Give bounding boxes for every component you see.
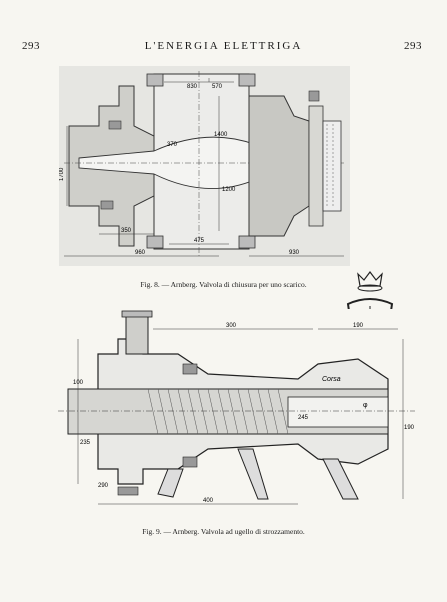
fig8-dim-1700: 1700 xyxy=(59,167,65,181)
figure-8-caption: Fig. 8. — Arnberg. Valvola di chiusura p… xyxy=(140,280,307,289)
fig8-dim-350: 350 xyxy=(121,228,132,234)
fig8-dim-960: 960 xyxy=(135,250,146,256)
fig9-label-corsa: Corsa xyxy=(322,376,341,383)
page-number-right: 293 xyxy=(404,40,422,52)
fig8-dim-1400: 1400 xyxy=(214,132,228,138)
figure-9-caption: Fig. 9. — Arnberg. Valvola ad ugello di … xyxy=(142,527,305,536)
fig8-dim-830: 830 xyxy=(187,84,198,90)
fig9-dim-100: 100 xyxy=(73,380,84,386)
fig8-dim-570: 570 xyxy=(212,84,223,90)
fig8-dim-370: 370 xyxy=(167,142,178,148)
figure-9-drawing: 300 190 290 100 Corsa 235 245 400 190 φ xyxy=(58,309,415,514)
fig9-dim-290: 290 xyxy=(98,483,109,489)
fig9-dim-300: 300 xyxy=(226,323,237,329)
page-number-left: 293 xyxy=(22,40,40,52)
fig8-dim-475: 475 xyxy=(194,238,205,244)
fig9-dim-245: 245 xyxy=(298,415,309,421)
running-title: L'ENERGIA ELETTRIGA xyxy=(144,40,303,52)
fig8-dim-930: 930 xyxy=(289,250,300,256)
fig9-phi-symbol: φ xyxy=(363,402,368,409)
fig8-dim-1200: 1200 xyxy=(222,187,236,193)
fig9-dim-190b: 190 xyxy=(404,425,415,431)
fig9-dim-400: 400 xyxy=(203,498,214,504)
figure-8-drawing: 830 570 1400 370 1200 350 475 960 930 17… xyxy=(59,66,350,266)
fig9-dim-235: 235 xyxy=(80,440,91,446)
fig9-dim-190: 190 xyxy=(353,323,364,329)
